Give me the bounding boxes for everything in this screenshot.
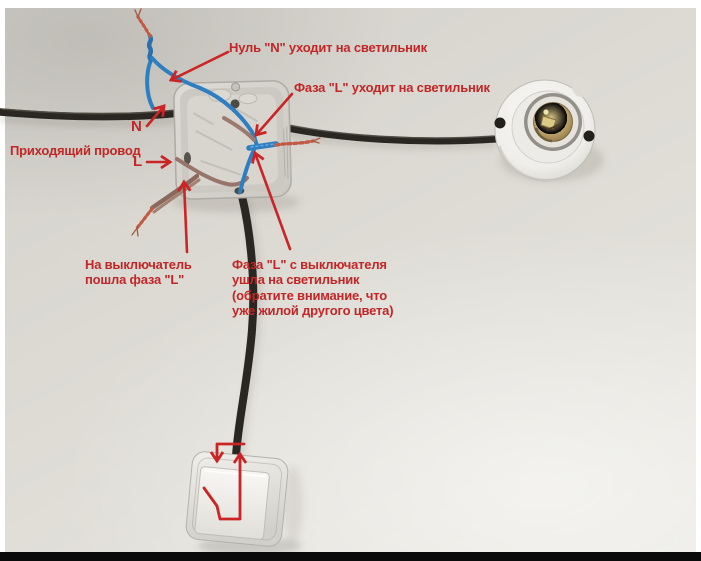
label-phase-to-lamp: Фаза "L" уходит на светильник xyxy=(294,80,490,95)
brown-pair-to-switch xyxy=(149,173,200,211)
shadows xyxy=(0,114,604,555)
box-knockout xyxy=(238,93,258,105)
box-screw xyxy=(231,82,241,92)
switch-rocker xyxy=(194,466,270,540)
socket-screw-hole xyxy=(494,117,506,129)
neutral-twist-joint xyxy=(146,33,154,63)
arrow-null-to-lamp xyxy=(168,50,230,83)
brown-phase-to-lamp xyxy=(222,116,256,142)
label-line: ушла на светильник xyxy=(232,272,360,288)
label-null-to-lamp: Нуль "N" уходит на светильник xyxy=(229,40,427,55)
schematic-feed-line xyxy=(209,442,246,464)
bottom-black-bar xyxy=(0,552,701,561)
annotation-arrows xyxy=(145,50,294,254)
arrow-phase-to-switch xyxy=(177,179,192,254)
label-l-marker: L xyxy=(133,153,142,170)
cable-to-lamp xyxy=(278,123,501,145)
label-n-marker: N xyxy=(131,118,142,135)
switch-current-schematic xyxy=(202,442,248,521)
schematic-contact-blade xyxy=(202,486,219,508)
label-incoming-wire: Приходящий провод xyxy=(10,143,141,158)
cable-to-switch xyxy=(232,192,258,460)
socket-contact-tongue xyxy=(540,115,557,130)
schematic-return-line xyxy=(215,451,248,521)
box-knockout xyxy=(208,88,232,102)
lamp-holder-socket xyxy=(494,77,596,182)
label-phase-from-switch: Фаза "L" с выключателя ушла на светильни… xyxy=(232,257,394,318)
socket-notch xyxy=(572,77,592,97)
arrow-phase-to-lamp xyxy=(254,92,294,137)
label-line: На выключатель xyxy=(85,257,192,272)
label-phase-to-switch: На выключатель пошла фаза "L" xyxy=(85,257,192,288)
arrow-phase-from-switch xyxy=(251,150,292,251)
blue-neutral-wire xyxy=(145,58,155,110)
label-line: Фаза "L" с выключателя xyxy=(232,257,387,272)
socket-screw-hole xyxy=(583,130,595,142)
label-line: (обратите внимание, что xyxy=(232,287,387,303)
label-line: уже жилой другого цвета) xyxy=(232,302,394,318)
arrow-n-marker xyxy=(145,104,166,128)
junction-box xyxy=(173,80,292,200)
wall-switch xyxy=(185,451,289,547)
label-line: пошла фаза "L" xyxy=(85,272,185,288)
